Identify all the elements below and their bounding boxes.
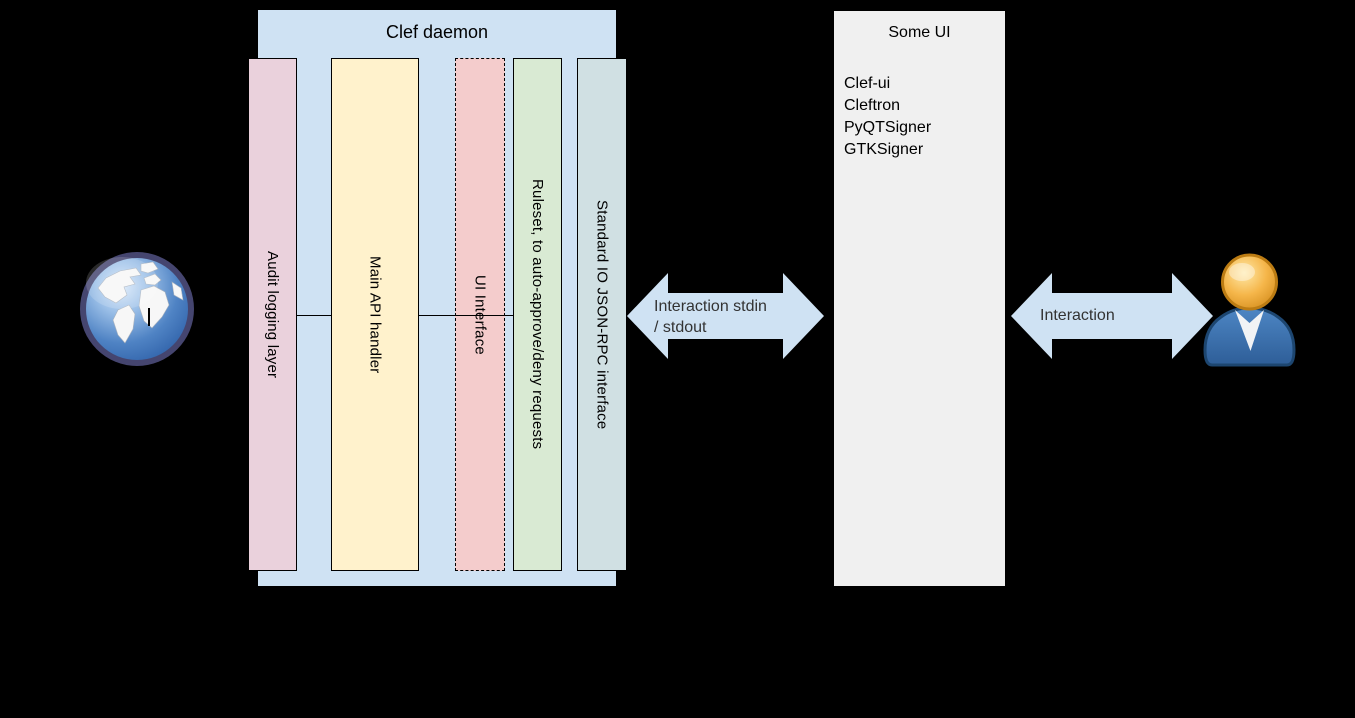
some-ui-item-clef-ui: Clef-ui <box>844 75 891 92</box>
connector-line-audit-api <box>296 315 332 316</box>
connector-tick <box>148 308 150 326</box>
bar-stdio-jsonrpc-interface: Standard IO JSON-RPC interface <box>577 58 627 571</box>
daemon-ui-arrow-label-line2: / stdout <box>654 319 707 336</box>
daemon-ui-arrow-label: Interaction stdin / stdout <box>654 296 767 338</box>
some-ui-list: Clef-ui Cleftron PyQTSigner GTKSigner <box>844 73 931 161</box>
some-ui-item-gtksigner: GTKSigner <box>844 141 924 158</box>
bar-stdio-jsonrpc-interface-label: Standard IO JSON-RPC interface <box>593 199 611 430</box>
bar-ruleset: Ruleset, to auto-approve/deny requests <box>513 58 562 571</box>
bar-ui-interface-label: UI Interface <box>471 274 489 355</box>
clef-daemon-title: Clef daemon <box>385 22 489 42</box>
bar-audit-logging-layer: Audit logging layer <box>248 58 297 571</box>
ui-user-arrow <box>1011 273 1213 359</box>
ui-user-arrow-label: Interaction <box>1040 307 1115 324</box>
bar-ui-interface: UI Interface <box>455 58 505 571</box>
some-ui-container: Some UI Clef-ui Cleftron PyQTSigner GTKS… <box>833 10 1006 587</box>
user-icon <box>1203 253 1296 367</box>
some-ui-item-cleftron: Cleftron <box>844 97 901 114</box>
some-ui-item-pyqtsigner: PyQTSigner <box>844 119 932 136</box>
clef-daemon-container: Clef daemon <box>257 9 617 587</box>
daemon-ui-arrow <box>627 273 824 359</box>
bar-main-api-handler-label: Main API handler <box>366 255 384 374</box>
bar-audit-logging-layer-label: Audit logging layer <box>264 250 281 379</box>
some-ui-title: Some UI <box>888 24 951 41</box>
connector-line-api-ruleset <box>418 315 513 316</box>
globe-icon <box>80 252 194 366</box>
daemon-ui-arrow-label-line1: Interaction stdin <box>654 298 767 315</box>
bar-ruleset-label: Ruleset, to auto-approve/deny requests <box>529 179 546 450</box>
bar-main-api-handler: Main API handler <box>331 58 419 571</box>
